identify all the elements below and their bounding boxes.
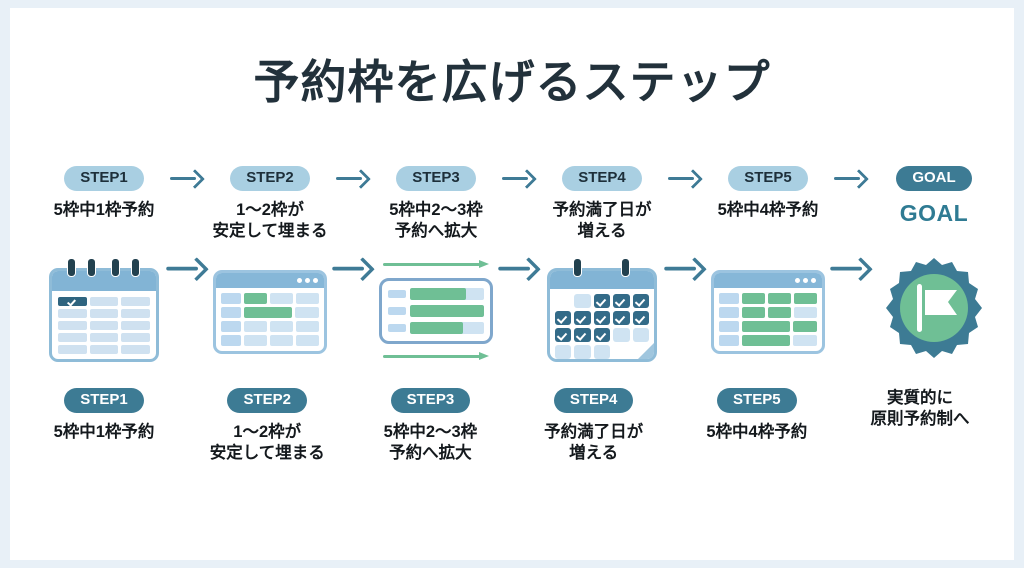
- month-calendar-checked-days-icon: [547, 268, 657, 362]
- bottom-step-3: STEP3 5枠中2〜3枠 予約へ拡大: [364, 388, 496, 464]
- caption-line: 5枠中2〜3枠: [389, 201, 483, 219]
- illustration-step4: [536, 256, 668, 364]
- caption-line: 1〜2枠が: [233, 423, 302, 441]
- bottom-step-row: STEP1 5枠中1枠予約 STEP2 1〜2枠が 安定して埋まる STEP3 …: [38, 388, 986, 464]
- illustration-step5: [702, 256, 834, 364]
- illustration-goal: [868, 256, 1000, 364]
- bottom-badge-step2[interactable]: STEP2: [227, 388, 307, 413]
- caption-line: 安定して埋まる: [209, 444, 325, 463]
- caption-line: 原則予約制へ: [870, 410, 970, 429]
- caption-line: 予約満了日が: [552, 201, 652, 219]
- bottom-step-5: STEP5 5枠中4枠予約: [691, 388, 823, 443]
- top-badge-goal[interactable]: GOAL: [896, 166, 972, 191]
- arrow-right-icon: [336, 168, 371, 189]
- bottom-caption-step5: 5枠中4枠予約: [706, 422, 807, 443]
- caption-line: 実質的に: [887, 389, 954, 407]
- arrow-right-icon: [332, 256, 375, 282]
- caption-line: 増える: [569, 444, 619, 463]
- bottom-step-1: STEP1 5枠中1枠予約: [38, 388, 170, 443]
- bottom-goal: 実質的に 原則予約制へ: [854, 388, 986, 430]
- page-title: 予約枠を広げるステップ: [253, 56, 771, 108]
- top-arrow-1: [170, 166, 205, 189]
- top-step-3: STEP3 5枠中2〜3枠 予約へ拡大: [370, 166, 502, 242]
- arrow-right-icon: [664, 256, 707, 282]
- top-step-2: STEP2 1〜2枠が 安定して埋まる: [204, 166, 336, 242]
- top-caption-step4: 予約満了日が 増える: [553, 200, 652, 242]
- caption-line: 予約へ拡大: [394, 222, 478, 241]
- illustration-step2: [204, 256, 336, 364]
- caption-line: 5枠中4枠予約: [717, 201, 819, 219]
- top-arrow-4: [668, 166, 703, 189]
- bottom-badge-step4[interactable]: STEP4: [553, 388, 634, 413]
- top-arrow-5: [834, 166, 869, 189]
- caption-line: 5枠中1枠予約: [53, 423, 155, 441]
- top-arrow-3: [502, 166, 537, 189]
- caption-line: 予約へ拡大: [389, 444, 472, 463]
- bottom-caption-step3: 5枠中2〜3枠 予約へ拡大: [384, 422, 478, 464]
- caption-line: 安定して埋まる: [212, 222, 328, 241]
- calendar-one-slot-booked-icon: [49, 268, 159, 362]
- top-caption-step2: 1〜2枠が 安定して埋まる: [212, 200, 327, 242]
- goal-caption: 実質的に 原則予約制へ: [871, 388, 970, 430]
- bottom-caption-step4: 予約満了日が 増える: [544, 422, 643, 464]
- top-arrow-2: [336, 166, 371, 189]
- illus-arrow-1: [166, 256, 209, 282]
- arrow-right-icon: [668, 168, 703, 189]
- top-step-row: STEP1 5枠中1枠予約 STEP2 1〜2枠が 安定して埋まる STEP3: [38, 166, 986, 242]
- schedule-window-mostly-filled-icon: [711, 270, 825, 354]
- top-caption-step5: 5枠中4枠予約: [718, 200, 819, 221]
- illus-arrow-4: [664, 256, 707, 282]
- arrow-right-icon: [502, 168, 537, 189]
- illustration-step1: [38, 256, 170, 364]
- arrow-right-icon: [498, 256, 541, 282]
- schedule-window-two-slots-icon: [213, 270, 327, 354]
- top-badge-step4[interactable]: STEP4: [562, 166, 642, 191]
- caption-line: 5枠中2〜3枠: [383, 423, 478, 441]
- top-step-1: STEP1 5枠中1枠予約: [38, 166, 170, 221]
- top-step-4: STEP4 予約満了日が 増える: [536, 166, 668, 242]
- arrow-right-icon: [834, 168, 869, 189]
- bottom-step-2: STEP2 1〜2枠が 安定して埋まる: [201, 388, 333, 464]
- flow-arrow-top-icon: [383, 260, 489, 268]
- illustration-row: [38, 256, 986, 364]
- top-badge-step2[interactable]: STEP2: [230, 166, 310, 191]
- progress-bars-expanding-icon: [379, 278, 493, 344]
- illustration-step3: [370, 256, 502, 364]
- arrow-right-icon: [830, 256, 873, 282]
- arrow-right-icon: [170, 168, 205, 189]
- top-badge-step3[interactable]: STEP3: [396, 166, 476, 191]
- caption-line: 5枠中1枠予約: [53, 201, 155, 219]
- goal-word-label: GOAL: [899, 200, 969, 226]
- infographic-canvas: 予約枠を広げるステップ STEP1 5枠中1枠予約 STEP2 1〜2枠が 安定…: [10, 8, 1014, 560]
- goal-seal-flag-icon: [881, 256, 987, 362]
- flow-arrow-bottom-icon: [383, 352, 489, 360]
- illus-arrow-2: [332, 256, 375, 282]
- top-goal: GOAL GOAL: [868, 166, 1000, 227]
- caption-line: 5枠中4枠予約: [706, 423, 808, 441]
- bottom-step-4: STEP4 予約満了日が 増える: [528, 388, 660, 464]
- top-badge-step5[interactable]: STEP5: [728, 166, 808, 191]
- top-caption-step3: 5枠中2〜3枠 予約へ拡大: [389, 200, 483, 242]
- arrow-right-icon: [166, 256, 209, 282]
- bottom-badge-step1[interactable]: STEP1: [64, 388, 144, 413]
- caption-line: 予約満了日が: [544, 423, 644, 441]
- illus-arrow-5: [830, 256, 873, 282]
- bottom-caption-step2: 1〜2枠が 安定して埋まる: [210, 422, 325, 464]
- caption-line: 増える: [577, 222, 627, 241]
- caption-line: 1〜2枠が: [236, 201, 304, 219]
- bottom-badge-step5[interactable]: STEP5: [717, 388, 797, 413]
- bottom-badge-step3[interactable]: STEP3: [390, 388, 471, 413]
- top-step-5: STEP5 5枠中4枠予約: [702, 166, 834, 221]
- bottom-caption-step1: 5枠中1枠予約: [54, 422, 155, 443]
- top-badge-step1[interactable]: STEP1: [64, 166, 144, 191]
- illus-arrow-3: [498, 256, 541, 282]
- top-caption-step1: 5枠中1枠予約: [54, 200, 155, 221]
